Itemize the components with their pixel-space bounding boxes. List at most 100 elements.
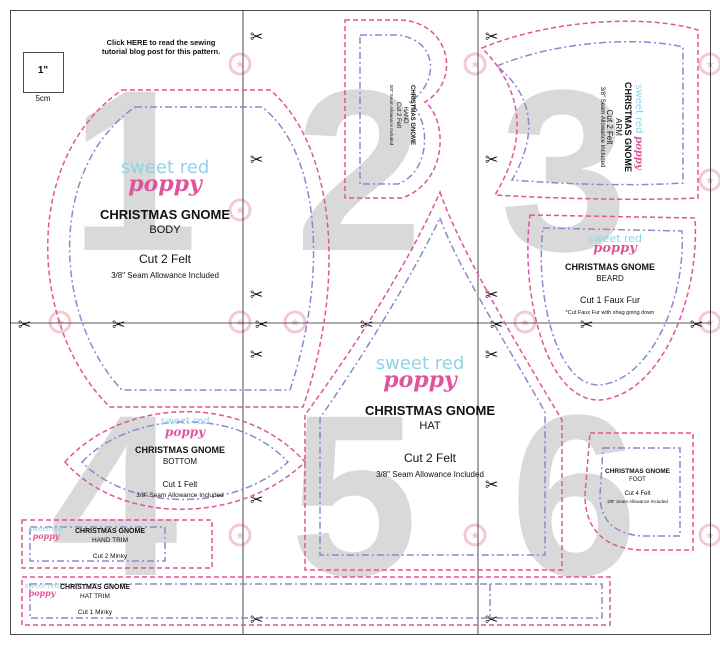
- star-icon: ★: [705, 175, 715, 187]
- arm-title: CHRISTMAS GNOME: [623, 82, 634, 172]
- alignment-star-mark: [228, 198, 252, 222]
- piece-hat-trim-outline: [21, 576, 611, 626]
- scissors-icon: ✂: [250, 610, 263, 629]
- hand-seam: 3/8" Seam Allowance Included: [389, 84, 395, 146]
- page-number-5: 5: [290, 367, 418, 624]
- foot-seam: 3/8" Seam Allowance Included: [607, 499, 668, 504]
- scissor-marks: ✂✂✂✂✂✂✂✂✂✂✂✂✂✂✂✂✂✂✂: [18, 27, 703, 629]
- tutorial-link-line1: Click HERE to read the sewing: [106, 38, 216, 47]
- alignment-star-mark: [228, 310, 252, 334]
- piece-hand-trim-outline: [21, 519, 213, 569]
- scissors-icon: ✂: [250, 27, 263, 46]
- hand-trim-cut: Cut 2 Minky: [92, 553, 128, 560]
- page-number-4: 4: [50, 367, 178, 624]
- hand-trim-title: CHRISTMAS GNOME: [75, 528, 145, 535]
- bottom-cut: Cut 1 Felt: [162, 480, 198, 489]
- scissors-icon: ✂: [250, 150, 263, 169]
- scissors-icon: ✂: [485, 345, 498, 364]
- body-title: CHRISTMAS GNOME: [100, 207, 230, 222]
- hand-cut: Cut 2 Felt: [395, 101, 402, 128]
- star-icon: ★: [470, 59, 480, 71]
- star-icon: ★: [235, 59, 245, 71]
- hat-part: HAT: [419, 420, 441, 432]
- bottom-seam: 3/8" Seam Allowance Included: [136, 492, 224, 499]
- arm-seam: 3/8" Seam Allowance Included: [598, 86, 605, 168]
- alignment-star-mark: [698, 52, 720, 76]
- hat-trim-title: CHRISTMAS GNOME: [60, 584, 130, 591]
- alignment-star-mark: [228, 52, 252, 76]
- piece-body-outline: [47, 89, 330, 408]
- alignment-star-mark: [513, 310, 537, 334]
- arm-label-group: sweet red poppy CHRISTMAS GNOME ARM Cut …: [578, 47, 644, 207]
- piece-hat-outline: [304, 189, 563, 571]
- hand-label-group: CHRISTMAS GNOME HAND Cut 2 Felt 3/8" Sea…: [375, 55, 415, 175]
- alignment-star-mark: [698, 523, 720, 547]
- scale-metric-label: 5cm: [35, 94, 51, 103]
- piece-bottom-outline: [64, 411, 307, 510]
- tutorial-link[interactable]: Click HERE to read the sewing tutorial b…: [82, 38, 240, 57]
- brand-logo: sweet red poppy: [120, 157, 210, 198]
- beard-title: CHRISTMAS GNOME: [565, 262, 655, 272]
- scale-square: [23, 52, 64, 93]
- beard-part: BEARD: [596, 274, 624, 283]
- alignment-star-mark: [228, 523, 252, 547]
- scissors-icon: ✂: [250, 345, 263, 364]
- body-cut: Cut 2 Felt: [138, 252, 192, 266]
- alignment-star-mark: [698, 168, 720, 192]
- page-grid: [10, 10, 711, 635]
- hat-trim-cut: Cut 1 Minky: [77, 609, 113, 616]
- alignment-star-mark: [283, 310, 307, 334]
- star-icon: ★: [705, 530, 715, 542]
- beard-note: *Cut Faux Fur with shag going down: [565, 310, 655, 316]
- hand-title: CHRISTMAS GNOME: [409, 85, 415, 145]
- scissors-icon: ✂: [580, 315, 593, 334]
- alignment-star-mark: [463, 523, 487, 547]
- arm-part: ARM: [614, 118, 624, 136]
- arm-cut: Cut 2 Felt: [604, 109, 614, 145]
- alignment-star-mark: [463, 52, 487, 76]
- piece-arm-outline: [480, 20, 699, 200]
- hat-cut: Cut 2 Felt: [403, 451, 457, 465]
- piece-hand-outline: [344, 19, 448, 199]
- page-number-1: 1: [70, 42, 198, 299]
- hat-seam: 3/8" Seam Allowance Included: [376, 470, 484, 479]
- star-icon: ★: [705, 59, 715, 71]
- alignment-star-mark: [48, 310, 72, 334]
- page-number-2: 2: [295, 42, 423, 299]
- star-icon: ★: [235, 205, 245, 217]
- tutorial-link-line2: tutorial blog post for this pattern.: [101, 47, 221, 57]
- scissors-icon: ✂: [490, 315, 503, 334]
- alignment-star-mark: [698, 310, 720, 334]
- bottom-part: BOTTOM: [162, 457, 198, 466]
- foot-title: CHRISTMAS GNOME: [605, 468, 670, 475]
- scissors-icon: ✂: [485, 475, 498, 494]
- page-number-6: 6: [510, 367, 638, 624]
- foot-cut: Cut 4 Felt: [624, 491, 651, 497]
- hand-trim-part: HAND TRIM: [92, 537, 128, 544]
- scale-label: 1": [37, 65, 49, 76]
- scissors-icon: ✂: [485, 285, 498, 304]
- scissors-icon: ✂: [250, 285, 263, 304]
- scissors-icon: ✂: [485, 27, 498, 46]
- page-number-3: 3: [500, 42, 628, 299]
- star-icon: ★: [705, 317, 715, 329]
- hat-trim-part: HAT TRIM: [80, 593, 110, 600]
- body-seam: 3/8" Seam Allowance Included: [111, 271, 219, 280]
- bottom-title: CHRISTMAS GNOME: [135, 445, 225, 455]
- foot-part: FOOT: [629, 477, 646, 483]
- scissors-icon: ✂: [485, 610, 498, 629]
- hand-part: HAND: [402, 106, 409, 124]
- star-icon: ★: [470, 530, 480, 542]
- scissors-icon: ✂: [112, 315, 125, 334]
- piece-beard-outline: [527, 214, 697, 401]
- piece-foot-outline: [584, 432, 694, 551]
- body-part: BODY: [149, 224, 181, 236]
- scissors-icon: ✂: [690, 315, 703, 334]
- scissors-icon: ✂: [485, 150, 498, 169]
- scissors-icon: ✂: [18, 315, 31, 334]
- beard-cut: Cut 1 Faux Fur: [579, 295, 641, 305]
- scissors-icon: ✂: [255, 315, 268, 334]
- hat-title: CHRISTMAS GNOME: [365, 403, 495, 418]
